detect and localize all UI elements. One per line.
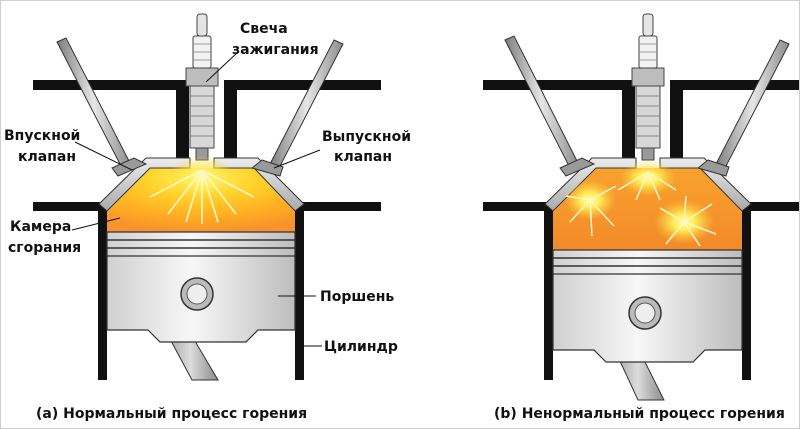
label-chamber: Камера bbox=[10, 219, 71, 235]
panel-normal-combustion: Свеча зажигания Впускной клапан Выпускно… bbox=[4, 13, 411, 422]
exhaust-valve-a bbox=[250, 39, 344, 177]
label-intake-valve: Впускной bbox=[4, 128, 80, 144]
caption-a: (a) Нормальный процесс горения bbox=[36, 406, 307, 422]
label-spark-plug-line2: зажигания bbox=[232, 42, 319, 58]
leader-lines-a bbox=[71, 51, 322, 347]
label-exhaust-valve: Выпускной bbox=[322, 129, 411, 145]
label-exhaust-valve-line2: клапан bbox=[334, 149, 392, 165]
piston-a bbox=[106, 231, 296, 381]
spark-plug-a bbox=[185, 13, 219, 161]
spark-plug-b bbox=[631, 13, 665, 161]
label-chamber-line2: сгорания bbox=[8, 240, 81, 256]
intake-valve-b bbox=[504, 35, 596, 177]
combustion-chamber-a bbox=[107, 168, 295, 232]
flame-front-a bbox=[149, 156, 255, 224]
engine-block-a bbox=[33, 80, 381, 380]
exhaust-valve-b bbox=[696, 39, 790, 177]
label-intake-valve-line2: клапан bbox=[18, 149, 76, 165]
panel-abnormal-combustion: (b) Ненормальный процесс горения bbox=[483, 13, 800, 422]
label-spark-plug: Свеча bbox=[240, 21, 288, 37]
piston-b bbox=[552, 249, 743, 401]
label-cylinder: Цилиндр bbox=[324, 339, 398, 355]
engine-block-b bbox=[483, 80, 800, 380]
label-piston: Поршень bbox=[320, 289, 394, 305]
intake-valve-a bbox=[56, 37, 148, 177]
flame-fronts-b bbox=[564, 160, 717, 247]
caption-b: (b) Ненормальный процесс горения bbox=[494, 406, 785, 422]
